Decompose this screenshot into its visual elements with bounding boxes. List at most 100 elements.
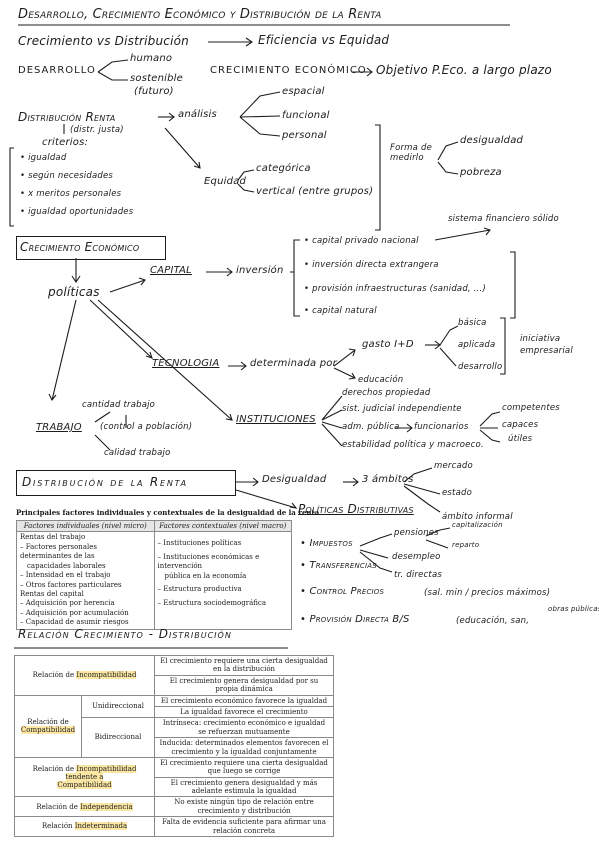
mercado: mercado — [434, 461, 473, 471]
table1-right-cell: – Instituciones políticas – Institucione… — [153, 531, 292, 630]
tres-ambitos: 3 ámbitos — [362, 474, 414, 485]
humano: humano — [130, 53, 173, 64]
relacion-cell-sub: Unidireccional — [80, 694, 156, 719]
control-poblacion: (control a población) — [100, 422, 193, 432]
espacial: espacial — [282, 86, 325, 97]
control-precios: Control Precios — [300, 586, 384, 597]
table1-left-line: Rentas del capital — [20, 590, 84, 599]
relacion-heading: Relación Crecimiento - Distribución — [18, 627, 232, 641]
relacion-cell-desc: La igualdad favorece el crecimiento — [154, 705, 334, 719]
table1-left-line: capacidades laborales — [27, 561, 106, 570]
table1-right-line: – Estructura productiva — [157, 585, 242, 594]
relacion-cell-desc: El crecimiento genera desigualdad y más … — [154, 776, 334, 798]
distribucion-renta: Distribución Renta — [18, 110, 116, 124]
table1-left-line: – Adquisición por acumulación — [20, 608, 129, 617]
obras-publicas: obras públicas...) — [548, 605, 599, 613]
capital-item: capital privado nacional — [304, 236, 419, 246]
table1-header-micro: Factores individuales (nivel micro) — [16, 519, 155, 533]
iniciativa: iniciativa empresarial — [520, 334, 573, 356]
desarrollo-item: desarrollo — [458, 362, 503, 372]
factors-table: Factores individuales (nivel micro) Fact… — [16, 519, 292, 630]
distr-justa: (distr. justa) — [70, 125, 124, 135]
table-row: Relación Indeterminada Falta de evidenci… — [13, 816, 334, 838]
table-row: El crecimiento genera desigualdad y más … — [15, 776, 334, 798]
sostenible: sostenible — [130, 73, 184, 84]
relacion-cell-desc: El crecimiento requiere una cierta desig… — [154, 655, 334, 676]
funcional: funcional — [282, 110, 330, 121]
criterios: criterios: — [42, 137, 89, 148]
provision-directa: Provisión Directa B/S — [300, 614, 410, 625]
efficiency-vs-equity: Eficiencia vs Equidad — [258, 33, 390, 47]
estado: estado — [442, 488, 472, 498]
relacion-cell-type: Relación de Incompatibilidad — [13, 655, 156, 696]
relacion-cell-desc: El crecimiento requiere una cierta desig… — [154, 756, 334, 778]
table1-right-line: pública en la economía — [164, 571, 247, 580]
pensiones: pensiones — [394, 528, 439, 538]
table1-left-line: – Capacidad de asumir riesgos — [20, 618, 129, 627]
estabilidad: estabilidad política y macroeco. — [342, 440, 484, 450]
growth-vs-distribution: Crecimiento vs Distribución — [18, 34, 189, 48]
table1-left-line: – Intensidad en el trabajo — [20, 571, 111, 580]
crecimiento-box — [16, 236, 166, 260]
relacion-cell-desc: Inducida: determinados elementos favorec… — [154, 737, 334, 758]
relacion-cell-desc: No existe ningún tipo de relación entre … — [154, 796, 334, 818]
criterio-item: x meritos personales — [20, 189, 121, 199]
vertical: vertical (entre grupos) — [256, 186, 374, 197]
capital-item: provisión infraestructuras (sanidad, ...… — [304, 284, 486, 294]
table-row: Relación de Incompatibilidad El crecimie… — [13, 655, 334, 696]
capital-item: capital natural — [304, 306, 377, 316]
desarrollo-label: DESARROLLO — [18, 65, 96, 76]
crecimiento-economico: CRECIMIENTO ECONÓMICO — [210, 65, 367, 76]
adm-publica: adm. pública — [342, 422, 400, 432]
reparto: reparto — [452, 541, 480, 549]
tecnologia: TECNOLOGIA — [152, 358, 220, 369]
table1-left-line: – Factores personales determinantes de l… — [20, 542, 97, 561]
criterio-item: igualdad — [20, 153, 66, 163]
capaces: capaces — [502, 420, 539, 430]
table1-left-line: – Adquisición por herencia — [20, 599, 115, 608]
derechos: derechos propiedad — [342, 388, 431, 398]
calidad-trabajo: calidad trabajo — [104, 448, 171, 458]
crecimiento-heading: Crecimiento Económico — [20, 240, 140, 254]
relacion-cell-type: Relación Indeterminada — [13, 816, 156, 838]
table1-header-macro: Factores contextuales (nivel macro) — [153, 519, 292, 533]
table-row: La igualdad favorece el crecimiento — [15, 705, 334, 719]
equidad: Equidad — [204, 176, 247, 187]
desigualdad: desigualdad — [460, 135, 524, 146]
table-row: Bidireccional Intrínseca: crecimiento ec… — [15, 717, 334, 758]
forma-medirlo: Forma de medirlo — [390, 143, 432, 164]
table1-left-cell: Rentas del trabajo – Factores personales… — [16, 531, 155, 630]
table1-left-line: – Otros factores particulares — [20, 580, 122, 589]
educacion: educación — [358, 375, 404, 385]
table-row: Relación de Independencia No existe ning… — [13, 796, 334, 818]
judicial: sist. judicial independiente — [342, 404, 462, 414]
desempleo: desempleo — [392, 552, 441, 562]
capital-item: inversión directa extrangera — [304, 260, 439, 270]
table1-left-line: Rentas del trabajo — [20, 533, 86, 542]
impuestos: Impuestos — [300, 538, 353, 549]
transferencias: Transferencias — [300, 560, 377, 571]
ambito-informal: ámbito informal — [442, 512, 513, 522]
analisis: análisis — [178, 109, 217, 120]
utiles: útiles — [508, 434, 533, 444]
table1-right-line: – Instituciones económicas e intervenció… — [157, 552, 260, 571]
distribucion-box — [16, 470, 236, 496]
distribucion-heading: Distribución de la Renta — [22, 475, 188, 489]
table1-right-line: – Estructura sociodemográfica — [157, 598, 267, 607]
relacion-cell-desc: El crecimiento genera desigualdad por su… — [154, 674, 334, 696]
criterio-item: igualdad oportunidades — [20, 207, 133, 217]
provision-note: (educación, san, — [456, 616, 530, 626]
inversion: inversión — [236, 265, 284, 276]
instituciones: INSTITUCIONES — [236, 414, 316, 425]
trabajo: TRABAJO — [36, 422, 82, 433]
aplicada: aplicada — [458, 340, 496, 350]
politicas-distributivas: Políticas Distributivas — [298, 502, 414, 516]
sistema-financiero: sistema financiero sólido — [448, 214, 559, 224]
funcionarios: funcionarios — [414, 422, 469, 432]
relacion-cell-desc: Intrínseca: crecimiento económico e igua… — [154, 717, 334, 739]
determinada: determinada por — [250, 358, 337, 369]
